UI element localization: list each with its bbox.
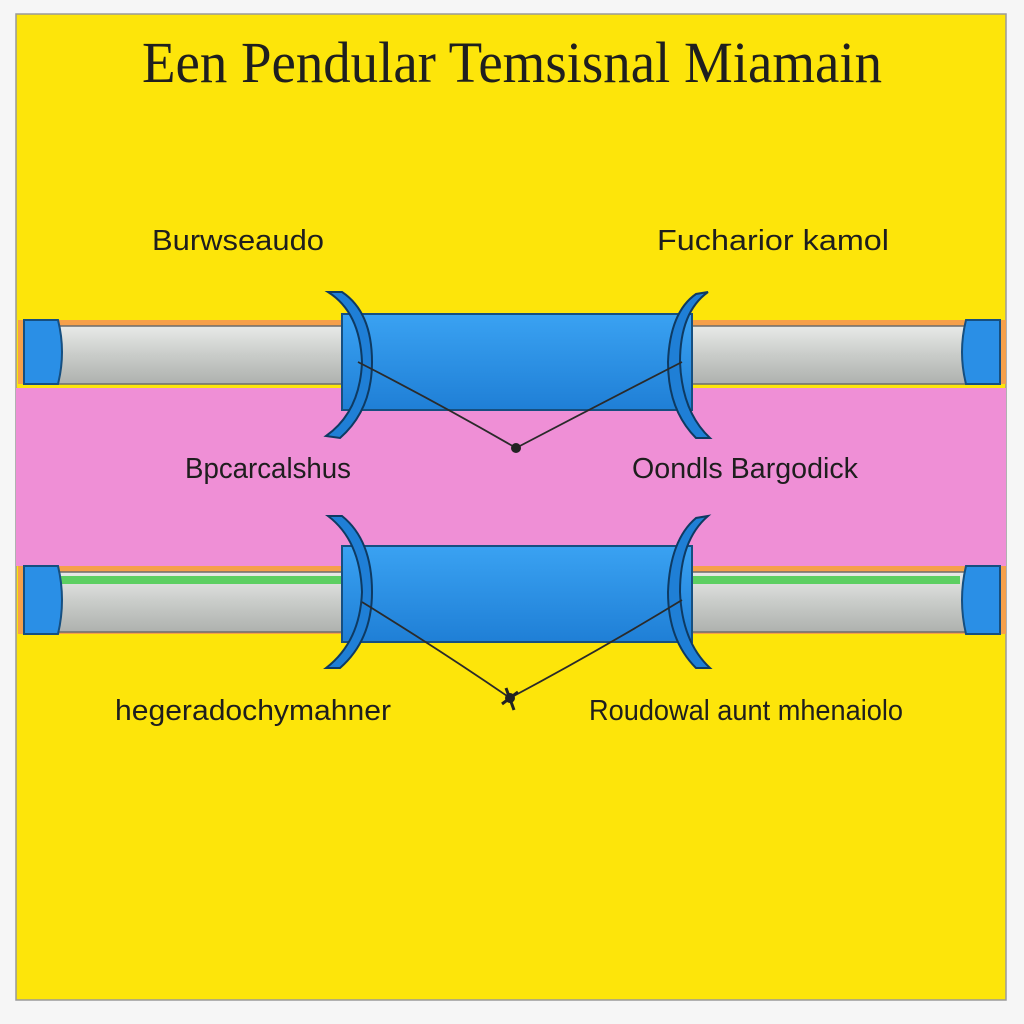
lower-right-flange bbox=[666, 514, 713, 669]
label-middle-right: Oondls Bargodick bbox=[632, 453, 858, 485]
pink-band bbox=[16, 388, 1006, 566]
label-middle-left: Bpcarcalshus bbox=[185, 453, 351, 485]
upper-left-end-cap bbox=[23, 319, 63, 385]
upper-right-flange bbox=[666, 291, 713, 439]
upper-pivot-point bbox=[511, 443, 521, 453]
label-bottom-right: Roudowal aunt mhenaiolo bbox=[589, 695, 903, 727]
upper-sleeve bbox=[341, 313, 693, 411]
label-top-right: Fucharior kamol bbox=[657, 225, 889, 257]
lower-sleeve bbox=[341, 545, 693, 643]
lower-left-stripe bbox=[60, 576, 350, 584]
lower-right-end-cap bbox=[961, 565, 1001, 635]
upper-assembly bbox=[18, 291, 1006, 453]
diagram-title: Een Pendular Temsisnal Miamain bbox=[142, 30, 882, 95]
upper-right-end-cap bbox=[961, 319, 1001, 385]
label-top-left: Burwseaudo bbox=[152, 225, 324, 257]
lower-pivot-point bbox=[501, 687, 519, 711]
lower-assembly bbox=[18, 514, 1006, 711]
lower-left-end-cap bbox=[23, 565, 63, 635]
lower-right-stripe bbox=[690, 576, 960, 584]
label-bottom-left: hegeradochymahner bbox=[115, 695, 391, 727]
lower-left-flange bbox=[323, 515, 374, 669]
upper-left-tube bbox=[29, 325, 351, 385]
upper-right-tube bbox=[689, 325, 991, 385]
upper-left-flange bbox=[323, 291, 374, 440]
